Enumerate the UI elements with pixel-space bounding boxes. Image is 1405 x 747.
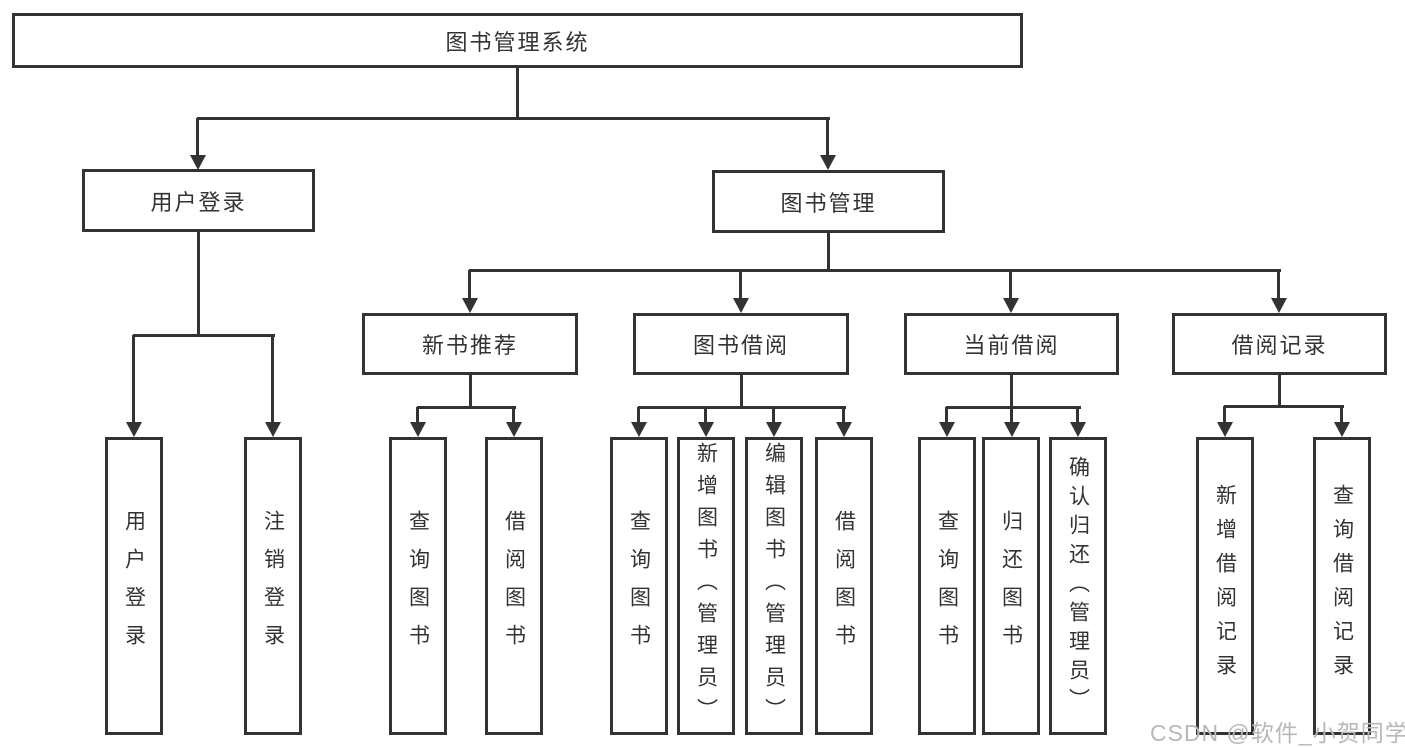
leaf-confirm-return-admin-label: 确认归还（管理员） xyxy=(1066,455,1090,717)
arrow-to-query-books-3 xyxy=(939,407,955,437)
leaf-edit-book-admin: 编辑图书（管理员） xyxy=(745,437,803,735)
arrow-to-query-books-1 xyxy=(410,407,426,437)
leaf-return-books: 归还图书 xyxy=(982,437,1040,735)
leaf-add-book-admin-label: 新增图书（管理员） xyxy=(694,442,718,730)
node-borrowing-records: 借阅记录 xyxy=(1172,313,1387,375)
node-current-borrowing: 当前借阅 xyxy=(904,313,1119,375)
leaf-confirm-return-admin: 确认归还（管理员） xyxy=(1049,437,1107,735)
leaf-borrow-books-1-label: 借阅图书 xyxy=(502,510,526,662)
arrow-to-borrow-books-1 xyxy=(506,407,522,437)
arrow-to-query-books-2 xyxy=(631,407,647,437)
leaf-logout-login: 注销登录 xyxy=(244,437,302,735)
leaf-logout-login-label: 注销登录 xyxy=(261,510,285,662)
leaf-user-login-label: 用户登录 xyxy=(122,510,146,662)
node-user-login: 用户登录 xyxy=(82,169,315,232)
node-book-borrowing: 图书借阅 xyxy=(633,313,849,375)
node-library-system: 图书管理系统 xyxy=(12,13,1023,68)
connector-new-book-rail xyxy=(417,406,516,409)
arrow-to-borrowing-records xyxy=(1271,270,1287,313)
node-library-system-label: 图书管理系统 xyxy=(445,29,590,55)
arrow-to-current-borrowing xyxy=(1003,270,1019,313)
node-new-book-recommendation: 新书推荐 xyxy=(362,313,578,375)
arrow-to-add-borrow-record xyxy=(1217,406,1233,437)
leaf-add-borrow-record-label: 新增借阅记录 xyxy=(1213,484,1237,688)
leaf-query-books-1-label: 查询图书 xyxy=(406,510,430,662)
arrow-to-add-book xyxy=(698,407,714,437)
node-current-borrowing-label: 当前借阅 xyxy=(963,333,1060,358)
connector-book-borrowing-rail xyxy=(638,406,846,409)
leaf-add-book-admin: 新增图书（管理员） xyxy=(677,437,735,735)
leaf-query-borrow-record-label: 查询借阅记录 xyxy=(1330,484,1354,688)
arrow-to-leaf-logout xyxy=(265,335,281,437)
connector-book-borrowing-stem xyxy=(740,375,743,409)
node-new-book-recommendation-label: 新书推荐 xyxy=(421,333,518,358)
leaf-query-books-3: 查询图书 xyxy=(918,437,976,735)
leaf-user-login: 用户登录 xyxy=(105,437,163,735)
arrow-to-book-management xyxy=(820,118,836,170)
arrow-to-edit-book xyxy=(766,407,782,437)
leaf-query-books-2-label: 查询图书 xyxy=(627,510,651,662)
connector-book-management-stem xyxy=(827,233,830,272)
leaf-borrow-books-2: 借阅图书 xyxy=(815,437,873,735)
leaf-query-books-1: 查询图书 xyxy=(389,437,447,735)
connector-borrow-records-rail xyxy=(1224,405,1344,408)
leaf-return-books-label: 归还图书 xyxy=(999,510,1023,662)
leaf-borrow-books-1: 借阅图书 xyxy=(485,437,543,735)
connector-book-management-rail xyxy=(469,269,1281,272)
leaf-borrow-books-2-label: 借阅图书 xyxy=(832,510,856,662)
arrow-to-return-books xyxy=(1004,407,1020,437)
leaf-edit-book-admin-label: 编辑图书（管理员） xyxy=(762,442,786,730)
csdn-watermark: CSDN @软件_小贺同学 xyxy=(1150,720,1405,746)
node-book-management-label: 图书管理 xyxy=(780,190,877,216)
leaf-query-borrow-record: 查询借阅记录 xyxy=(1313,437,1371,735)
arrow-to-user-login xyxy=(190,118,206,170)
connector-current-borrowing-rail xyxy=(946,406,1081,409)
node-book-management: 图书管理 xyxy=(712,170,945,233)
arrow-to-book-borrowing xyxy=(733,270,749,313)
arrow-to-new-book-recommendation xyxy=(462,270,478,313)
connector-root-rail xyxy=(197,117,830,120)
arrow-to-leaf-user-login xyxy=(126,335,142,437)
node-borrowing-records-label: 借阅记录 xyxy=(1231,333,1328,358)
connector-root-stem xyxy=(516,68,519,120)
leaf-query-books-2: 查询图书 xyxy=(610,437,668,735)
arrow-to-borrow-books-2 xyxy=(836,407,852,437)
connector-borrow-records-stem xyxy=(1278,375,1281,408)
connector-current-borrowing-stem xyxy=(1010,375,1013,409)
connector-user-login-rail xyxy=(133,334,275,337)
leaf-add-borrow-record: 新增借阅记录 xyxy=(1196,437,1254,735)
connector-new-book-stem xyxy=(469,375,472,409)
arrow-to-confirm-return xyxy=(1070,407,1086,437)
node-book-borrowing-label: 图书借阅 xyxy=(692,333,789,358)
node-user-login-label: 用户登录 xyxy=(150,189,247,215)
arrow-to-query-borrow-record xyxy=(1334,406,1350,437)
leaf-query-books-3-label: 查询图书 xyxy=(935,510,959,662)
connector-user-login-stem xyxy=(197,232,200,337)
